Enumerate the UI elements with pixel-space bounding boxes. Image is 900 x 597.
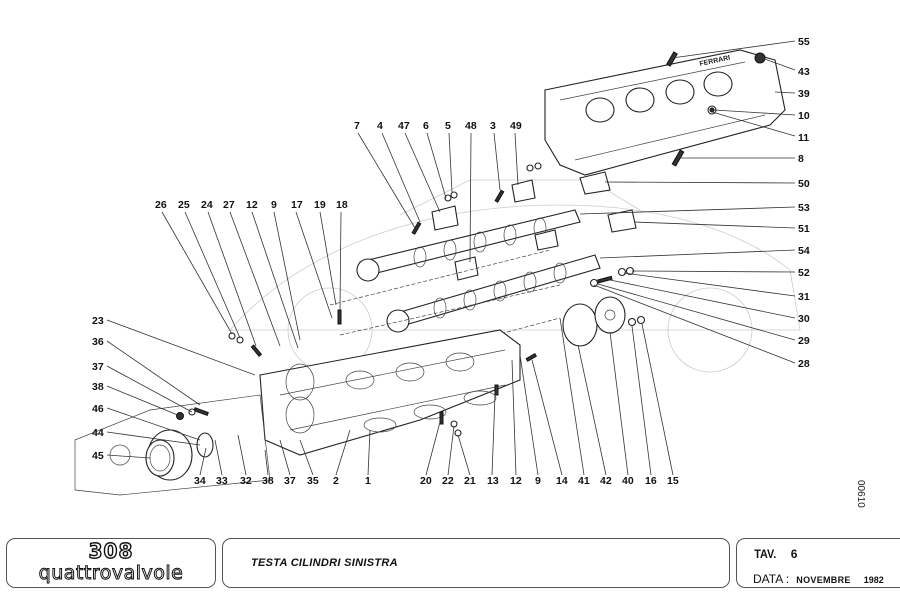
callout-label: 53 [798,202,810,214]
callout-label: 12 [246,199,258,211]
timing-seal-45 [145,429,193,481]
callout-label: 14 [556,475,568,487]
callout-label: 8 [798,153,804,165]
drawing-code: 00610 [855,480,866,508]
callout-label: 34 [194,475,206,487]
callout-label: 35 [307,475,319,487]
callout-label: 3 [490,120,496,132]
washers-16-15 [627,315,646,327]
callout-label: 41 [578,475,590,487]
title-block: 308 quattrovalvole TESTA CILINDRI SINIST… [0,535,900,591]
callout-label: 48 [465,120,477,132]
seal-ring-44 [196,432,214,458]
callout-label: 9 [271,199,277,211]
callout-label: 45 [92,450,104,462]
tav-number: 6 [790,547,798,561]
callout-label: 10 [798,110,810,122]
model-logo: 308 [88,539,134,563]
callout-label: 19 [314,199,326,211]
camshaft-cover: FERRARI [544,49,786,176]
sheet-info-box: TAV. 6 DATA : NOVEMBRE 1982 [736,538,900,588]
callout-label: 2 [333,475,339,487]
bolt-28-29 [589,275,613,288]
callout-label: 12 [510,475,522,487]
callout-label: 32 [240,475,252,487]
sheet-title-box: TESTA CILINDRI SINISTRA [222,538,730,588]
bearing-cap-50 [579,171,611,195]
cylinder-head [259,329,521,456]
bearing-caps [431,179,637,281]
callout-label: 29 [798,335,810,347]
date-label: DATA : [753,572,790,586]
callout-label: 40 [622,475,634,487]
callout-label: 38 [262,475,274,487]
exploded-parts-diagram: FERRARI [74,36,866,508]
callout-label: 27 [223,199,235,211]
callout-label: 44 [92,427,104,439]
callout-label: 50 [798,178,810,190]
callout-label: 37 [92,361,104,373]
callout-label: 51 [798,223,810,235]
callout-label: 54 [798,245,810,257]
callout-label: 17 [291,199,303,211]
callout-label: 31 [798,291,810,303]
callout-label: 23 [92,315,104,327]
cover-stud [666,51,678,67]
gasket-42 [562,303,598,347]
sheet-title: TESTA CILINDRI SINISTRA [251,557,398,569]
callout-label: 1 [365,475,371,487]
callout-label: 13 [487,475,499,487]
callout-label: 9 [535,475,541,487]
callouts-right: 55 43 39 10 11 8 50 53 51 54 52 31 30 29… [798,36,810,370]
callout-label: 11 [798,132,809,144]
callout-label: 30 [798,313,810,325]
callout-label: 28 [798,358,810,370]
callout-label: 49 [510,120,522,132]
callout-label: 39 [798,88,810,100]
callout-label: 6 [423,120,429,132]
callout-label: 42 [600,475,612,487]
callout-label: 43 [798,66,810,78]
logo-box: 308 quattrovalvole [6,538,216,588]
callout-label: 21 [464,475,476,487]
callout-label: 47 [398,120,410,132]
callout-label: 15 [667,475,679,487]
plate-40 [594,296,626,334]
nuts-31-52 [617,266,635,277]
callouts-top-center: 7 4 47 6 5 48 3 49 [354,120,522,132]
callout-label: 55 [798,36,810,48]
callout-label: 37 [284,475,296,487]
callout-label: 33 [216,475,228,487]
callout-label: 46 [92,403,104,415]
callout-label: 20 [420,475,432,487]
callout-label: 36 [92,336,104,348]
callouts-bottom: 34 33 32 38 37 35 2 1 20 22 21 13 12 9 1… [194,475,679,487]
callout-label: 38 [92,381,104,393]
callout-label: 4 [377,120,383,132]
callout-label: 26 [155,199,167,211]
callout-label: 18 [336,199,348,211]
callouts-left: 23 36 37 38 46 44 45 [92,315,104,462]
callout-label: 24 [201,199,213,211]
leader-lines [106,40,796,476]
callout-label: 16 [645,475,657,487]
date-row: DATA : NOVEMBRE 1982 [753,572,884,586]
callout-label: 22 [442,475,454,487]
callout-label: 7 [354,120,360,132]
camshaft-lower [386,254,601,333]
date-month: NOVEMBRE [796,575,851,585]
table-number: TAV. 6 [753,547,797,561]
tav-label: TAV. [754,547,777,561]
model-subtitle: quattrovalvole [38,562,184,585]
callouts-top-left: 26 25 24 27 12 9 17 19 18 [155,199,348,211]
callout-label: 5 [445,120,451,132]
callout-label: 25 [178,199,190,211]
date-year: 1982 [863,575,884,585]
callout-label: 52 [798,267,810,279]
cover-nut [754,52,766,64]
cover-stud-lower [671,149,685,167]
